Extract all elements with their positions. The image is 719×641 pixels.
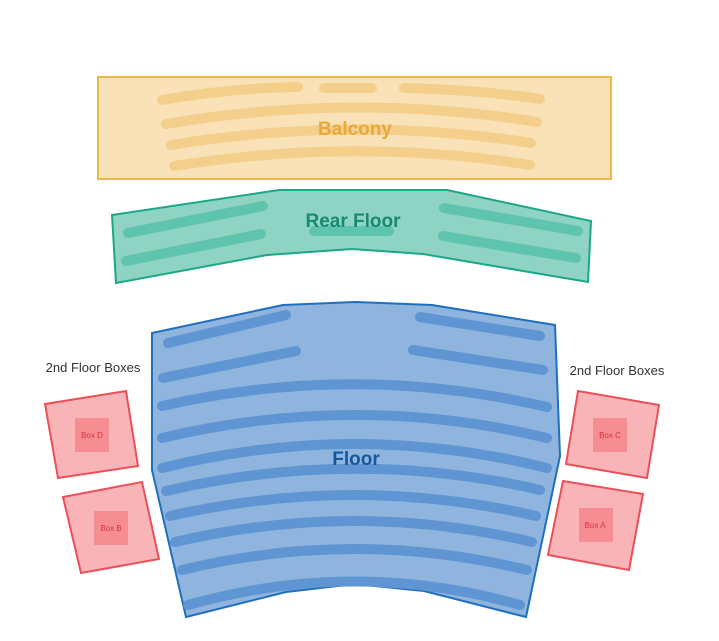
rear-floor-row xyxy=(123,201,268,238)
balcony-row xyxy=(169,146,535,171)
rear-floor-shape xyxy=(110,189,593,285)
rear-floor-section[interactable]: Rear Floor xyxy=(110,189,593,285)
floor-row xyxy=(183,576,525,610)
balcony-row xyxy=(161,102,542,129)
floor-row xyxy=(177,544,532,575)
balcony-row xyxy=(157,82,303,105)
rear-floor-rows xyxy=(121,201,583,266)
box-d[interactable]: Box D xyxy=(43,389,140,480)
box-c[interactable]: Box C xyxy=(564,389,661,480)
rear-floor-row xyxy=(439,203,583,236)
balcony-row xyxy=(399,83,545,104)
rear-floor-row xyxy=(438,231,581,263)
box-b-label: Box B xyxy=(100,524,121,533)
floor-shape xyxy=(151,300,562,619)
box-d-inner xyxy=(75,418,109,452)
floor-rows xyxy=(157,310,552,610)
floor-row xyxy=(163,310,291,348)
floor-row xyxy=(158,346,301,383)
left-boxes-label: 2nd Floor Boxes xyxy=(46,360,141,375)
box-a[interactable]: Box A xyxy=(546,479,645,572)
balcony-label: Balcony xyxy=(318,119,392,140)
balcony-rows xyxy=(157,82,545,171)
floor-row xyxy=(157,379,552,412)
right-boxes-label: 2nd Floor Boxes xyxy=(570,363,665,378)
floor-row xyxy=(165,490,541,521)
rear-floor-label: Rear Floor xyxy=(305,211,401,232)
box-b-inner xyxy=(94,511,128,545)
box-d-label: Box D xyxy=(81,431,103,440)
box-c-label: Box C xyxy=(599,431,621,440)
floor-row xyxy=(170,516,537,547)
floor-section[interactable]: Floor xyxy=(151,300,562,619)
box-a-inner xyxy=(579,508,613,542)
floor-row xyxy=(157,410,552,443)
box-c-inner xyxy=(593,418,627,452)
floor-row xyxy=(157,439,552,473)
floor-row xyxy=(415,312,545,341)
box-a-label: Box A xyxy=(585,521,607,530)
balcony-row xyxy=(166,124,536,150)
floor-row xyxy=(408,345,548,375)
rear-floor-row xyxy=(121,229,266,266)
box-b[interactable]: Box B xyxy=(61,480,161,575)
balcony-section[interactable]: Balcony xyxy=(97,76,612,180)
floor-row xyxy=(161,463,545,496)
floor-label: Floor xyxy=(332,449,380,470)
